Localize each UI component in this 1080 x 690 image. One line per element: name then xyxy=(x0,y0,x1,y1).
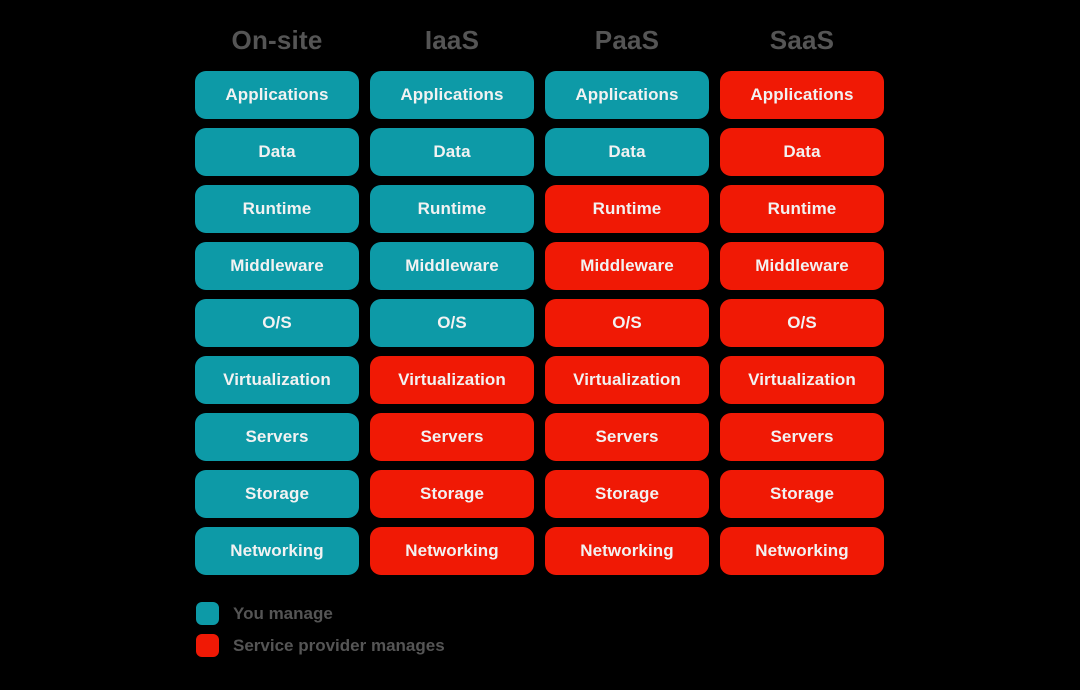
cell-on-site-storage[interactable]: Storage xyxy=(195,470,359,518)
cell-saas-data[interactable]: Data xyxy=(720,128,884,176)
cell-paas-storage[interactable]: Storage xyxy=(545,470,709,518)
cell-paas-o-s[interactable]: O/S xyxy=(545,299,709,347)
cell-saas-networking[interactable]: Networking xyxy=(720,527,884,575)
cell-on-site-applications[interactable]: Applications xyxy=(195,71,359,119)
cell-saas-applications[interactable]: Applications xyxy=(720,71,884,119)
cell-paas-data[interactable]: Data xyxy=(545,128,709,176)
cell-on-site-networking[interactable]: Networking xyxy=(195,527,359,575)
cell-paas-virtualization[interactable]: Virtualization xyxy=(545,356,709,404)
cell-on-site-data[interactable]: Data xyxy=(195,128,359,176)
cell-saas-virtualization[interactable]: Virtualization xyxy=(720,356,884,404)
cell-saas-o-s[interactable]: O/S xyxy=(720,299,884,347)
legend-label-you: You manage xyxy=(233,604,333,623)
cell-on-site-runtime[interactable]: Runtime xyxy=(195,185,359,233)
legend-item-you: You manage xyxy=(196,602,445,625)
cell-on-site-servers[interactable]: Servers xyxy=(195,413,359,461)
column-header-iaas: IaaS xyxy=(424,25,480,55)
cell-saas-runtime[interactable]: Runtime xyxy=(720,185,884,233)
cell-iaas-servers[interactable]: Servers xyxy=(370,413,534,461)
cell-iaas-runtime[interactable]: Runtime xyxy=(370,185,534,233)
cell-iaas-o-s[interactable]: O/S xyxy=(370,299,534,347)
cell-iaas-data[interactable]: Data xyxy=(370,128,534,176)
cell-paas-networking[interactable]: Networking xyxy=(545,527,709,575)
column-header-paas: PaaS xyxy=(594,25,660,55)
legend-swatch-provider xyxy=(196,634,219,657)
cell-paas-applications[interactable]: Applications xyxy=(545,71,709,119)
cell-saas-middleware[interactable]: Middleware xyxy=(720,242,884,290)
cell-saas-servers[interactable]: Servers xyxy=(720,413,884,461)
cell-paas-runtime[interactable]: Runtime xyxy=(545,185,709,233)
cell-iaas-middleware[interactable]: Middleware xyxy=(370,242,534,290)
column-header-saas: SaaS xyxy=(769,25,835,55)
cell-iaas-storage[interactable]: Storage xyxy=(370,470,534,518)
legend-label-provider: Service provider manages xyxy=(233,636,445,655)
column-header-on-site: On-site xyxy=(231,25,323,55)
legend-item-provider: Service provider manages xyxy=(196,634,445,657)
cell-on-site-o-s[interactable]: O/S xyxy=(195,299,359,347)
cell-iaas-applications[interactable]: Applications xyxy=(370,71,534,119)
cell-paas-middleware[interactable]: Middleware xyxy=(545,242,709,290)
cell-paas-servers[interactable]: Servers xyxy=(545,413,709,461)
legend-swatch-you xyxy=(196,602,219,625)
cell-saas-storage[interactable]: Storage xyxy=(720,470,884,518)
cell-iaas-virtualization[interactable]: Virtualization xyxy=(370,356,534,404)
cell-on-site-virtualization[interactable]: Virtualization xyxy=(195,356,359,404)
column-header-row: On-site IaaS PaaS SaaS xyxy=(195,18,885,62)
cell-on-site-middleware[interactable]: Middleware xyxy=(195,242,359,290)
cell-iaas-networking[interactable]: Networking xyxy=(370,527,534,575)
